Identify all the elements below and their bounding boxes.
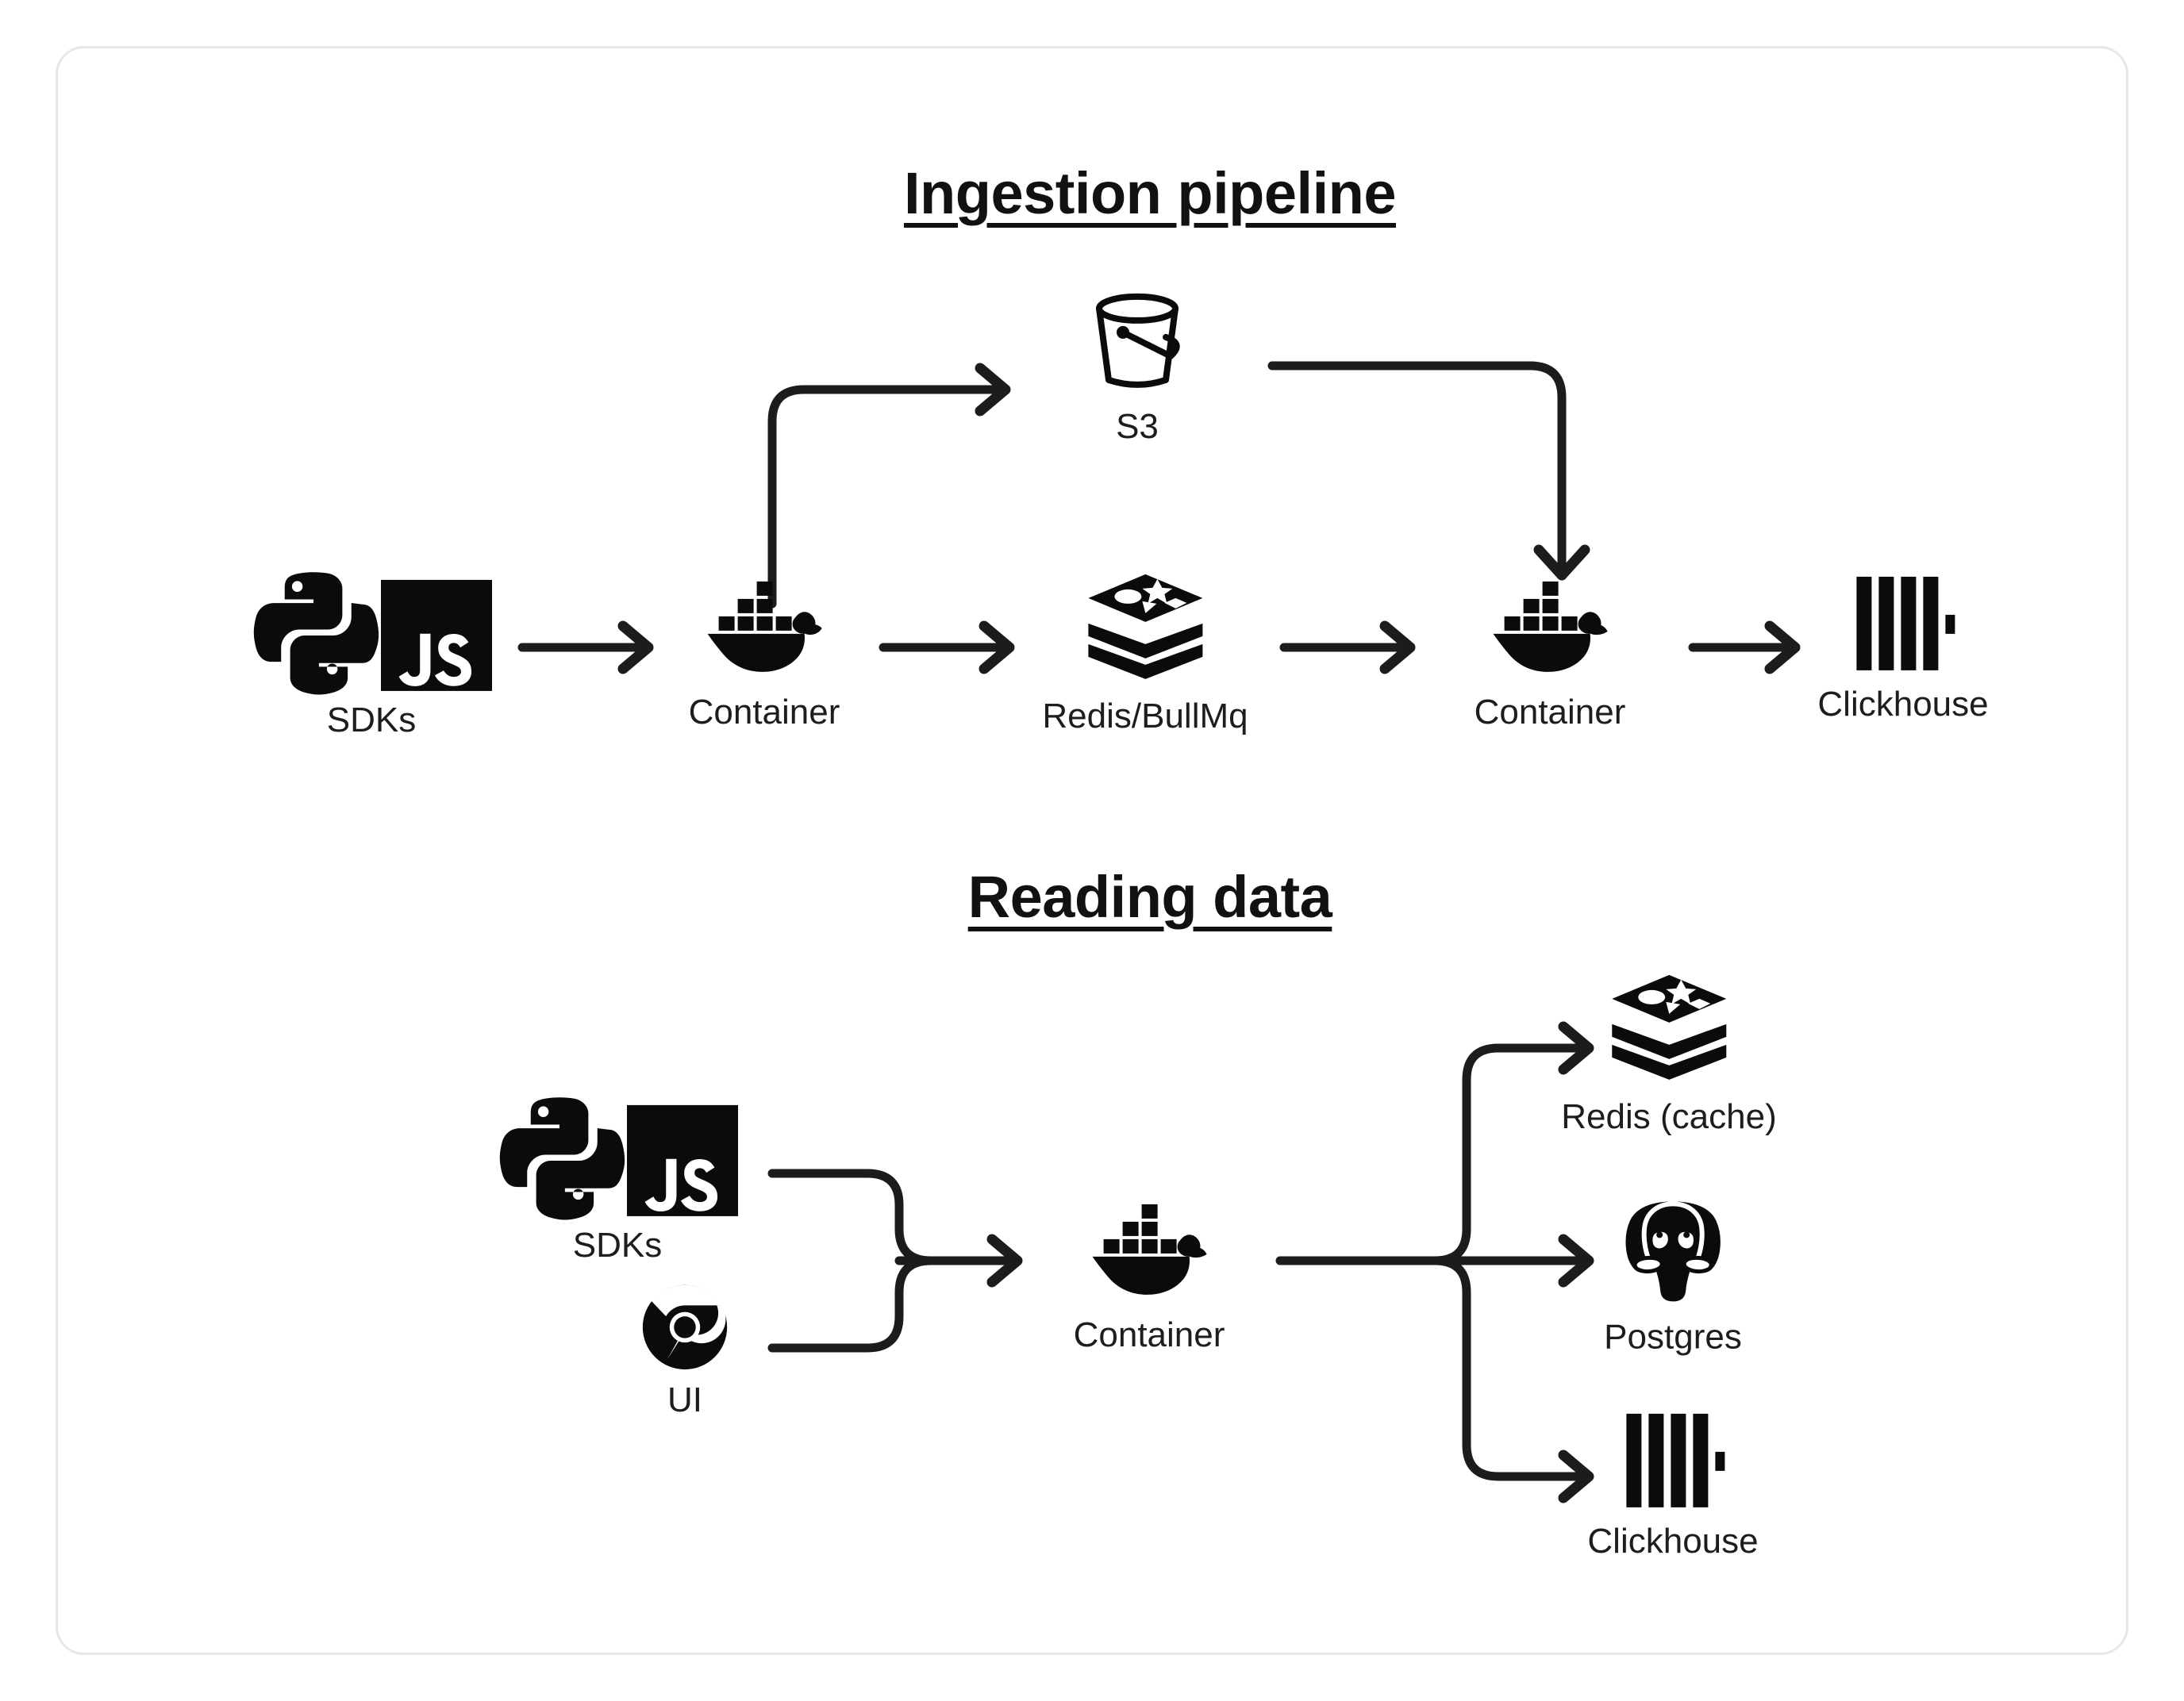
redis-icon (1082, 568, 1209, 687)
section-title-reading: Reading data (967, 864, 1332, 930)
python-js-sdks-icon (251, 564, 492, 695)
clickhouse-icon (1851, 572, 1955, 675)
javascript-icon (627, 1104, 738, 1216)
edge-container3-to-clickhouse2 (1430, 1256, 1594, 1503)
edge-container1-to-redis (879, 620, 1015, 674)
node-label: Container (688, 692, 840, 731)
node-sdks: SDKs (251, 564, 492, 739)
node-ui: UI (641, 1284, 729, 1419)
node-label: SDKs (326, 700, 417, 739)
node-label: Redis/BullMq (1042, 696, 1248, 735)
node-label: SDKs (572, 1225, 663, 1265)
node-postgres: Postgres (1604, 1192, 1742, 1355)
clickhouse-icon (1621, 1409, 1725, 1512)
node-label: UI (667, 1380, 702, 1419)
edge-container3-to-postgres (1430, 1234, 1594, 1288)
javascript-icon (381, 579, 492, 691)
s3-bucket-icon (1086, 286, 1189, 397)
node-label: Container (1474, 692, 1626, 731)
node-s3: S3 (1086, 286, 1189, 445)
chrome-icon (642, 1284, 728, 1370)
node-redis-bullmq: Redis/BullMq (1042, 568, 1248, 735)
docker-container-icon (697, 572, 832, 683)
edge-container2-to-clickhouse (1688, 620, 1801, 674)
edge-container1-to-s3 (767, 363, 1011, 609)
node-label: Postgres (1604, 1317, 1742, 1357)
bucket-icon (1096, 293, 1180, 388)
docker-whale-icon (1093, 1204, 1207, 1295)
edge-merge-to-container3 (894, 1234, 1023, 1288)
chrome-browser-icon (641, 1284, 729, 1371)
node-clickhouse-2: Clickhouse (1587, 1409, 1759, 1561)
clickhouse-bars-icon (1856, 576, 1955, 670)
diagram-card: Ingestion pipeline Reading data (56, 46, 2128, 1655)
node-redis-cache: Redis (cache) (1561, 969, 1777, 1136)
node-container-1: Container (689, 572, 840, 731)
edge-sdks2-to-container3 (767, 1169, 936, 1265)
edge-redis-to-container2 (1279, 620, 1416, 674)
node-label: Clickhouse (1587, 1521, 1759, 1561)
redis-stack-icon (1612, 974, 1726, 1080)
node-label: Clickhouse (1817, 684, 1989, 724)
edge-ui-to-container3 (767, 1256, 936, 1353)
node-sdks-2: SDKs (497, 1089, 738, 1264)
python-icon (253, 572, 379, 695)
edge-sdks-to-container1 (517, 620, 654, 674)
postgres-elephant-icon (1613, 1192, 1732, 1307)
elephant-icon (1621, 1196, 1725, 1307)
node-clickhouse-1: Clickhouse (1817, 572, 1989, 724)
redis-stack-icon (1088, 574, 1202, 679)
node-label: Redis (cache) (1561, 1096, 1777, 1136)
section-title-ingestion: Ingestion pipeline (903, 160, 1397, 226)
python-icon (499, 1097, 625, 1220)
docker-container-icon (1082, 1195, 1217, 1306)
redis-icon (1605, 969, 1732, 1088)
node-container-3: Container (1074, 1195, 1225, 1354)
node-label: Container (1073, 1315, 1225, 1354)
clickhouse-bars-icon (1626, 1413, 1725, 1507)
docker-whale-icon (1494, 581, 1608, 672)
diagram-canvas: Ingestion pipeline Reading data (58, 48, 2126, 1653)
python-js-sdks-icon (497, 1089, 738, 1220)
docker-container-icon (1482, 572, 1617, 683)
docker-whale-icon (708, 581, 822, 672)
node-container-2: Container (1474, 572, 1626, 731)
edge-s3-to-container2 (1267, 361, 1590, 581)
node-label: S3 (1116, 406, 1159, 446)
